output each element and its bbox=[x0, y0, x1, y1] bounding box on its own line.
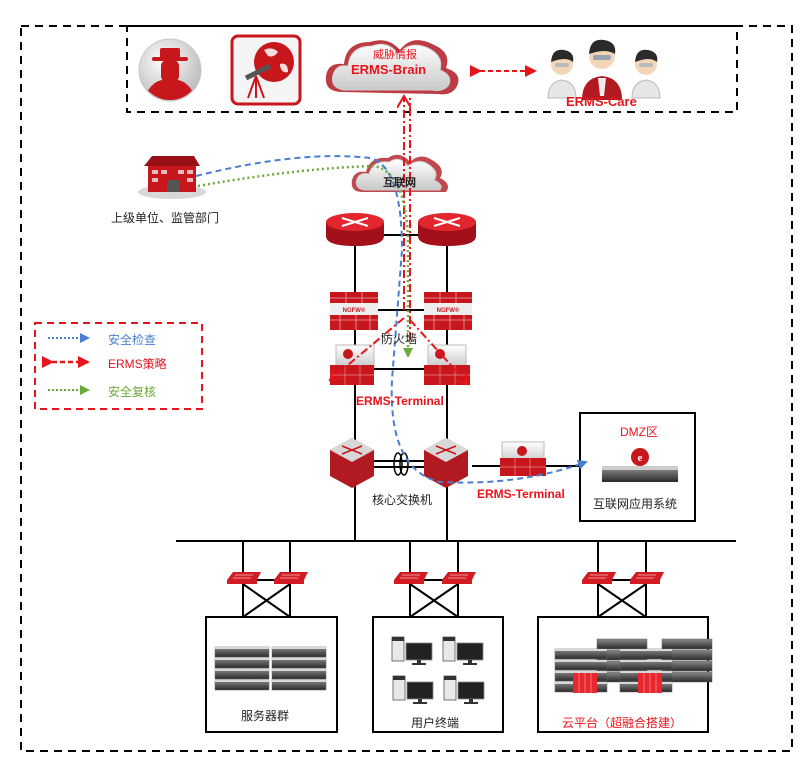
hacker-icon bbox=[138, 38, 202, 102]
ngfw-right-icon: NGFW® bbox=[424, 292, 472, 330]
erms-terminal-right-icon bbox=[424, 344, 470, 385]
access-switch-pair bbox=[394, 541, 476, 618]
superior-unit-label: 上级单位、监管部门 bbox=[111, 211, 220, 225]
web-server-icon: e bbox=[602, 448, 678, 482]
zone-label-cloud: 云平台（超融合搭建） bbox=[562, 716, 683, 730]
access-switch-icon bbox=[394, 572, 428, 584]
dmz-system-label: 互联网应用系统 bbox=[593, 497, 678, 511]
cloud-icon bbox=[325, 40, 459, 95]
internet-label: 互联网 bbox=[383, 176, 416, 189]
core-switch-right-icon bbox=[424, 438, 468, 488]
router-right-icon bbox=[418, 213, 476, 246]
link-aggregation-icon bbox=[393, 452, 409, 476]
globe-telescope-icon bbox=[230, 34, 302, 106]
zone-box-terminals bbox=[372, 616, 504, 733]
core-switch-label: 核心交换机 bbox=[372, 493, 433, 507]
security-review-flow bbox=[197, 164, 413, 358]
security-check-flow bbox=[195, 155, 588, 484]
core-switch-left-icon bbox=[330, 438, 374, 488]
zone-label-servers: 服务器群 bbox=[241, 709, 290, 723]
access-switch-icon bbox=[442, 572, 476, 584]
erms-terminal-top-label: ERMS-Terminal bbox=[356, 394, 444, 408]
erms-care-label: ERMS-Care bbox=[566, 94, 637, 109]
expert-team-icon bbox=[547, 39, 661, 100]
access-switch-icon bbox=[630, 572, 664, 584]
access-switch-pair bbox=[582, 541, 664, 618]
firewall-label: 防火墙 bbox=[381, 332, 418, 346]
legend-review-label: 安全复核 bbox=[108, 385, 157, 399]
erms-policy-flow bbox=[330, 96, 468, 384]
access-switch-icon bbox=[274, 572, 308, 584]
svg-text:NGFW®: NGFW® bbox=[343, 307, 366, 314]
svg-text:e: e bbox=[638, 452, 643, 464]
desktop-pc-icon bbox=[391, 636, 485, 704]
legend-check-label: 安全检查 bbox=[108, 333, 157, 347]
access-switch-icon bbox=[582, 572, 616, 584]
server-rack-icon bbox=[214, 646, 327, 691]
svg-text:NGFW®: NGFW® bbox=[437, 307, 460, 314]
building-icon bbox=[138, 156, 206, 199]
top-zone-boundary bbox=[126, 25, 738, 113]
router-left-icon bbox=[326, 213, 384, 246]
threat-intel-label: 威胁情报 bbox=[373, 48, 417, 61]
erms-terminal-left-icon bbox=[330, 344, 375, 385]
access-switch-pair bbox=[227, 541, 308, 618]
hyperconverged-rack-icon bbox=[554, 638, 713, 693]
erms-terminal-dmz-icon bbox=[500, 441, 546, 476]
erms-brain-label: ERMS-Brain bbox=[351, 62, 427, 77]
legend-policy-label: ERMS策略 bbox=[108, 357, 167, 371]
zone-label-terminals: 用户终端 bbox=[411, 716, 460, 730]
outer-boundary bbox=[20, 25, 793, 752]
access-switch-icon bbox=[227, 572, 261, 584]
erms-terminal-dmz-label: ERMS-Terminal bbox=[477, 487, 565, 501]
ngfw-left-icon: NGFW® bbox=[330, 292, 378, 330]
dmz-title: DMZ区 bbox=[620, 425, 658, 439]
